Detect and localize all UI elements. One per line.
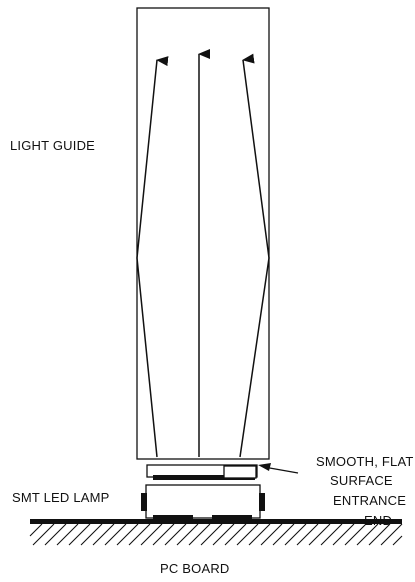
smt-led-lamp-assembly [141,464,265,520]
hatch-line [176,523,199,546]
label-smooth-flat: SMOOTH, FLAT [316,454,414,469]
hatch-line [320,523,343,546]
hatch-line [56,523,79,546]
hatch-line [368,523,391,546]
hatch-line [236,523,259,546]
pc-board-hatching [29,523,403,546]
smooth-flat-entrance-end [223,465,257,479]
label-pc-board: PC BOARD [160,561,230,576]
hatch-line [68,523,91,546]
hatch-line [44,523,67,546]
hatch-line [296,523,319,546]
light-rays [136,49,270,458]
led-package-body [145,484,261,519]
hatch-line [116,523,139,546]
ray-left [136,56,169,458]
hatch-line [332,523,355,546]
pc-board-surface [30,519,402,524]
led-top-die-bar [153,475,255,480]
entrance-end-pointer-head [258,463,271,471]
hatch-line [224,523,247,546]
hatch-line [128,523,151,546]
pc-board [29,519,403,546]
hatch-line [140,523,163,546]
label-smt-led-lamp: SMT LED LAMP [12,490,110,505]
hatch-line [164,523,187,546]
hatch-line [308,523,331,546]
ray-right [239,53,270,458]
hatch-line [200,523,223,546]
hatch-line [260,523,283,546]
light-guide-body [136,7,270,460]
label-surface: SURFACE [330,473,393,488]
label-end: END [364,513,392,528]
hatch-line [248,523,271,546]
led-right-pad [212,515,252,520]
led-left-lead [141,493,147,511]
hatch-line [356,523,379,546]
hatch-line [284,523,307,546]
hatch-line [344,523,367,546]
hatch-line [380,523,403,546]
hatch-line [188,523,211,546]
hatch-line [80,523,103,546]
hatch-line [212,523,235,546]
hatch-line [272,523,295,546]
hatch-line [29,523,43,537]
hatch-line [104,523,127,546]
hatch-line [392,535,403,546]
led-left-pad [153,515,193,520]
label-light-guide: LIGHT GUIDE [10,138,95,153]
hatch-line [32,523,55,546]
label-entrance: ENTRANCE [333,493,406,508]
hatch-line [92,523,115,546]
led-right-lead [259,493,265,511]
hatch-line [152,523,175,546]
